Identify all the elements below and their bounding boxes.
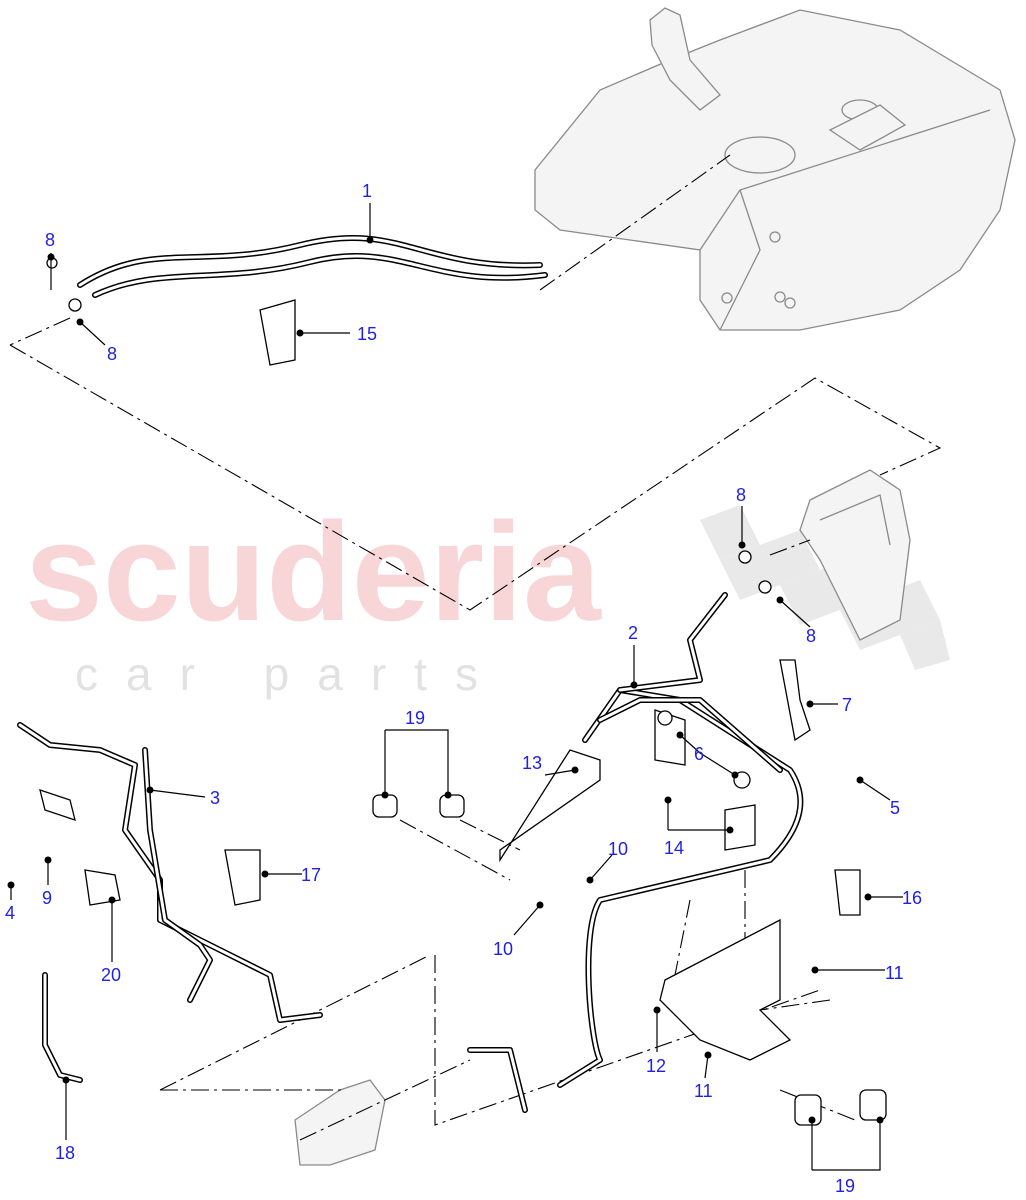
bracket-component <box>294 1079 386 1166</box>
callout-1[interactable]: 1 <box>362 181 372 201</box>
callout-7[interactable]: 7 <box>842 695 852 715</box>
callout-15[interactable]: 15 <box>357 324 377 344</box>
callout-10[interactable]: 10 <box>608 839 628 859</box>
fuel-pipe-2 <box>467 592 804 1113</box>
small-parts <box>39 257 887 1126</box>
callout-8[interactable]: 8 <box>736 485 746 505</box>
callout-16[interactable]: 16 <box>902 888 922 908</box>
callout-17[interactable]: 17 <box>301 865 321 885</box>
callout-8[interactable]: 8 <box>107 344 117 364</box>
callout-9[interactable]: 9 <box>42 888 52 908</box>
callout-19[interactable]: 19 <box>835 1176 855 1196</box>
fuel-pipe-1 <box>77 235 548 298</box>
callouts: 1 8 8 15 8 8 2 7 19 13 6 5 3 10 14 17 16… <box>5 181 922 1196</box>
leader-lines <box>7 203 903 1171</box>
callout-6[interactable]: 6 <box>694 744 704 764</box>
callout-2[interactable]: 2 <box>628 623 638 643</box>
callout-11[interactable]: 11 <box>694 1081 713 1101</box>
callout-10[interactable]: 10 <box>493 939 513 959</box>
fuel-pipe-3 <box>17 722 323 1023</box>
callout-20[interactable]: 20 <box>101 965 121 985</box>
callout-12[interactable]: 12 <box>646 1056 666 1076</box>
assembly-lines <box>9 154 942 1141</box>
callout-19[interactable]: 19 <box>405 708 425 728</box>
callout-13[interactable]: 13 <box>522 753 542 773</box>
watermark-brand: scuderia <box>25 493 602 650</box>
fuel-pump-module <box>799 469 911 641</box>
fuel-pipe-18 <box>42 972 83 1083</box>
fuel-tank <box>534 7 1016 331</box>
callout-18[interactable]: 18 <box>55 1143 75 1163</box>
callout-11[interactable]: 11 <box>885 963 904 983</box>
callout-5[interactable]: 5 <box>890 798 900 818</box>
callout-3[interactable]: 3 <box>210 788 220 808</box>
callout-14[interactable]: 14 <box>664 838 684 858</box>
callout-8[interactable]: 8 <box>806 626 816 646</box>
callout-4[interactable]: 4 <box>5 903 15 923</box>
watermark-tagline: car parts <box>75 648 506 700</box>
callout-8[interactable]: 8 <box>45 230 55 250</box>
